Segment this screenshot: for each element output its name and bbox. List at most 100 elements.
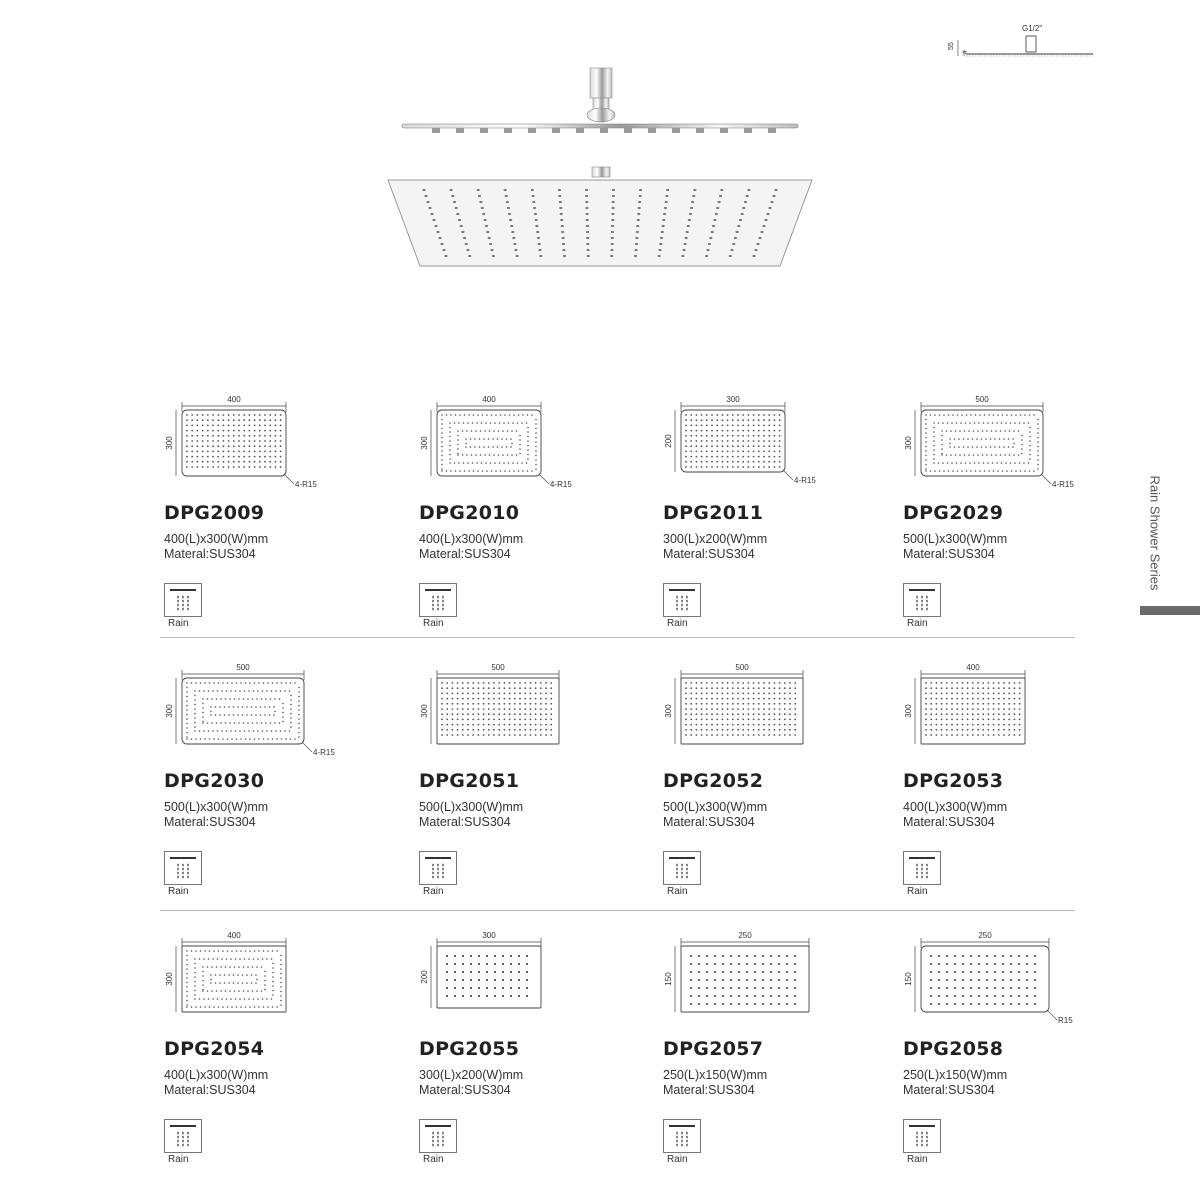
dimensions-text: 250(L)x150(W)mm — [663, 1068, 768, 1082]
nozzle-dot — [560, 218, 564, 222]
plate-outline — [181, 677, 305, 745]
rain-mode-icon — [903, 1119, 941, 1153]
nozzle-pattern — [186, 950, 282, 1008]
nozzle-dot — [562, 254, 567, 258]
nozzle-dot — [490, 248, 494, 252]
model-number: DPG2009 — [164, 502, 265, 524]
rain-mode-icon — [663, 1119, 701, 1153]
nozzle-dot — [661, 224, 665, 228]
rain-mode-label: Rain — [168, 618, 189, 629]
length-label: 250 — [978, 931, 992, 940]
rain-mode-label: Rain — [667, 886, 688, 897]
nozzle-dot — [634, 242, 639, 246]
nozzle-dot — [633, 254, 638, 258]
rain-mode-icon — [663, 583, 701, 617]
nozzle-dot — [714, 212, 718, 216]
plate-outline — [436, 677, 560, 745]
nozzle-dot — [611, 188, 616, 192]
nozzle-dot — [558, 194, 562, 198]
nozzle-dot — [738, 218, 743, 222]
rain-mode-icon — [419, 1119, 457, 1153]
rain-mode-icon — [903, 583, 941, 617]
nozzle-dot — [454, 206, 458, 210]
material-text: Materal:SUS304 — [419, 815, 511, 829]
rain-mode-icon — [663, 851, 701, 885]
length-label: 250 — [738, 931, 752, 940]
length-label: 400 — [227, 395, 241, 404]
nozzle-dot — [737, 224, 741, 228]
nozzle-dot — [639, 188, 643, 192]
row-divider-1 — [160, 637, 1075, 638]
material-text: Materal:SUS304 — [419, 1083, 511, 1097]
dimensions-text: 400(L)x300(W)mm — [903, 800, 1008, 814]
dimensions-text: 500(L)x300(W)mm — [164, 800, 269, 814]
rain-mode-icon — [164, 583, 202, 617]
nozzle-dot — [536, 236, 541, 240]
nozzle-dot — [711, 224, 716, 228]
radius-label: 4-R15 — [295, 480, 317, 489]
plate-outline — [920, 677, 1026, 745]
length-label: 400 — [482, 395, 496, 404]
nozzle-dot — [728, 254, 732, 258]
model-number: DPG2057 — [663, 1038, 764, 1060]
rain-mode-label: Rain — [423, 886, 444, 897]
plate-outline — [920, 945, 1050, 1013]
nozzle-dot — [688, 212, 693, 216]
plate-outline — [680, 677, 804, 745]
nozzle-pattern — [186, 682, 300, 740]
nozzle-dot — [436, 230, 440, 234]
nozzle-dot — [464, 242, 468, 246]
nozzle-dot — [689, 206, 694, 210]
nozzle-dot — [559, 206, 563, 210]
nozzle-dot — [768, 206, 772, 210]
side-nozzle — [480, 128, 488, 133]
radius-label: R15 — [1058, 1016, 1073, 1025]
nozzle-dot — [476, 188, 480, 192]
model-number: DPG2029 — [903, 502, 1004, 524]
material-text: Materal:SUS304 — [663, 547, 755, 561]
nozzle-dot — [489, 242, 493, 246]
side-nozzle — [696, 128, 704, 133]
rain-mode-icon — [419, 851, 457, 885]
nozzle-dot — [611, 224, 615, 228]
material-text: Materal:SUS304 — [663, 815, 755, 829]
nozzle-dot — [660, 230, 664, 234]
nozzle-dot — [491, 254, 495, 258]
nozzle-dot — [585, 218, 589, 222]
width-label: 300 — [420, 704, 429, 718]
nozzle-dot — [691, 200, 695, 204]
nozzle-dot — [740, 212, 744, 216]
nozzle-dot — [486, 230, 490, 234]
nozzle-dot — [657, 254, 661, 258]
dimensions-text: 400(L)x300(W)mm — [419, 532, 524, 546]
model-number: DPG2058 — [903, 1038, 1004, 1060]
width-label: 300 — [420, 436, 429, 450]
nozzle-dot — [586, 248, 590, 252]
nozzle-dot — [482, 212, 486, 216]
length-label: 500 — [975, 395, 989, 404]
nozzle-dot — [709, 236, 713, 240]
side-nozzle — [552, 128, 560, 133]
model-number: DPG2010 — [419, 502, 520, 524]
length-label: 500 — [236, 663, 250, 672]
nozzle-dot — [557, 188, 561, 192]
material-text: Materal:SUS304 — [164, 1083, 256, 1097]
dimensions-text: 500(L)x300(W)mm — [903, 532, 1008, 546]
nozzle-dot — [585, 224, 589, 228]
nozzle-dot — [663, 212, 667, 216]
shower-head-illustration — [387, 67, 813, 267]
width-label: 300 — [165, 704, 174, 718]
profile-height-label: 55 — [948, 42, 955, 50]
nozzle-dot — [742, 206, 746, 210]
rain-mode-label: Rain — [168, 886, 189, 897]
nozzle-dot — [610, 254, 614, 258]
nozzle-dot — [507, 212, 512, 216]
